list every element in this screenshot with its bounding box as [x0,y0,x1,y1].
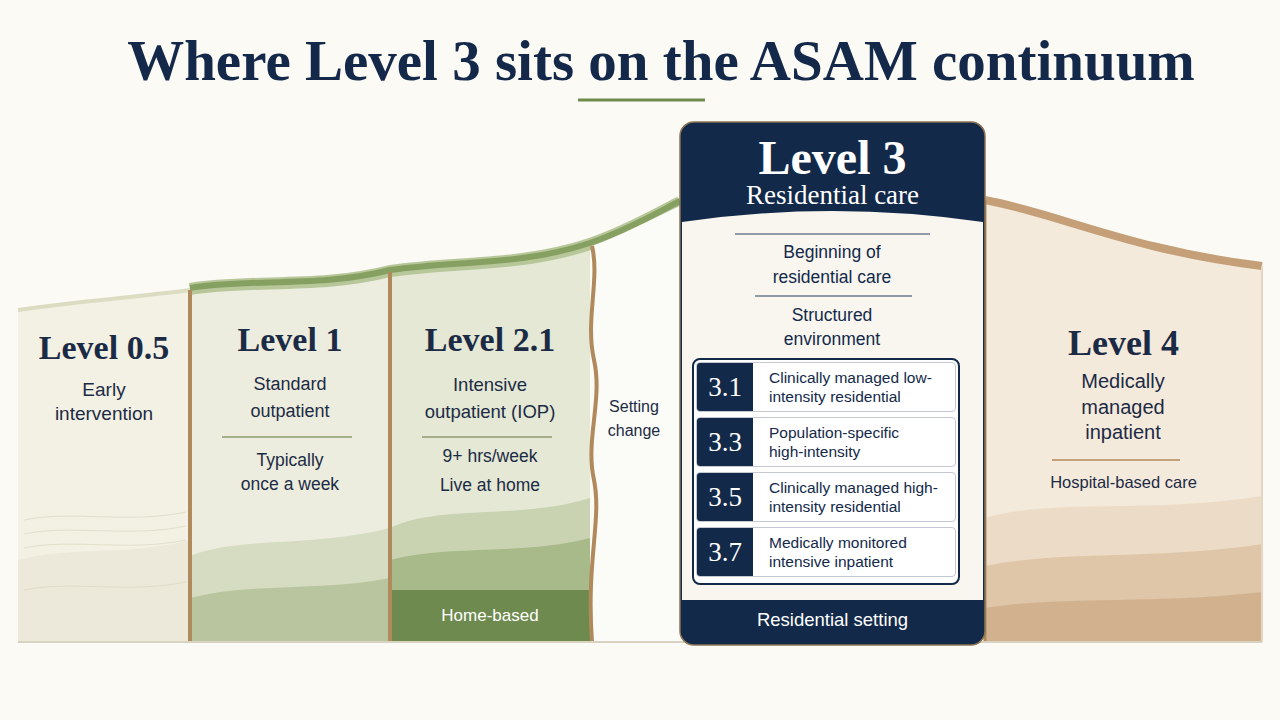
contour-line [24,512,186,520]
level-heading: Level 2.1 [390,320,590,360]
contour-line [24,540,186,548]
level-heading: Level 3 [680,131,985,185]
level-panel: Level 2.1Intensive outpatient (IOP) 9+ hr… [390,265,590,642]
card-divider [755,295,912,296]
level-detail: Typically once a week [220,448,360,496]
text-divider [422,436,552,437]
transition-panel: Setting change [588,215,680,642]
ribbon [985,200,1262,266]
level-panel: Level 0.5Early intervention [18,300,190,640]
card-footer: Residential setting [680,608,985,632]
level-heading: Level 0.5 [18,328,190,368]
title-underline [578,99,705,102]
level-description: Standard outpatient [220,371,360,425]
sub-level-description: Population-specific high-intensity [769,423,951,461]
transition-label: Setting change [594,395,674,443]
level-detail: 9+ hrs/week Live at home [415,442,565,500]
text-divider [1052,459,1180,461]
level-description: Early intervention [39,378,169,426]
hill [985,592,1262,642]
hill [190,578,390,642]
panel-fill [985,200,1262,642]
panel-fill [190,272,390,642]
sub-level-row: 3.3 Population-specific high-intensity [696,417,956,467]
level-card: Level 3Residential careBeginning of resi… [680,122,985,645]
band-label: Home-based [390,604,590,628]
card-body [682,211,983,600]
level-heading: Level 4 [985,322,1262,364]
hill [985,544,1262,642]
level-description: Medically managed inpatient [1063,369,1183,446]
text-divider [222,436,352,437]
level-description: Intensive outpatient (IOP) [405,371,575,425]
level-panel: Level 1 Standard outpatientTypically once… [190,285,390,640]
hill [190,528,390,642]
panel-fill [18,290,190,642]
level-panel: Level 4 Medically managed inpatientHospit… [985,200,1262,642]
panel-top-edge [18,290,190,310]
diagram-title: Where Level 3 sits on the ASAM continuum [20,28,1280,94]
sub-level-number: 3.5 [697,473,753,521]
sub-level-row: 3.1 Clinically managed low-intensity resi… [696,362,956,412]
wavy-divider [591,246,597,642]
ground-line [18,641,1262,643]
level-detail: Hospital-based care [985,471,1262,493]
sub-level-row: 3.7 Medically monitored intensive inpatie… [696,527,956,577]
hill [390,498,590,642]
card-divider [735,233,930,234]
sub-level-number: 3.1 [697,363,753,411]
sub-level-list [693,359,959,584]
panel-divider [188,290,192,642]
level-subheading: Residential care [680,179,985,211]
sub-level-row: 3.5 Clinically managed high-intensity res… [696,472,956,522]
sub-level-description: Medically monitored intensive inpatient [769,533,951,571]
hill [390,538,590,642]
level-heading: Level 1 [190,320,390,360]
contour-line [24,582,186,590]
home-band [390,590,590,642]
panel-fill [390,245,590,642]
panel-edge [1261,266,1263,642]
panel-fill [591,206,680,642]
panel-divider [388,272,392,642]
sub-level-number: 3.3 [697,418,753,466]
level-detail: Structured environment [747,303,917,351]
contour-line [24,526,186,534]
level-card [680,122,985,645]
hill [985,496,1262,642]
sub-level-description: Clinically managed low-intensity residen… [769,368,951,406]
level-description: Beginning of residential care [737,240,927,290]
hill [18,540,190,642]
sub-level-number: 3.7 [697,528,753,576]
sub-level-description: Clinically managed high-intensity reside… [769,478,951,516]
